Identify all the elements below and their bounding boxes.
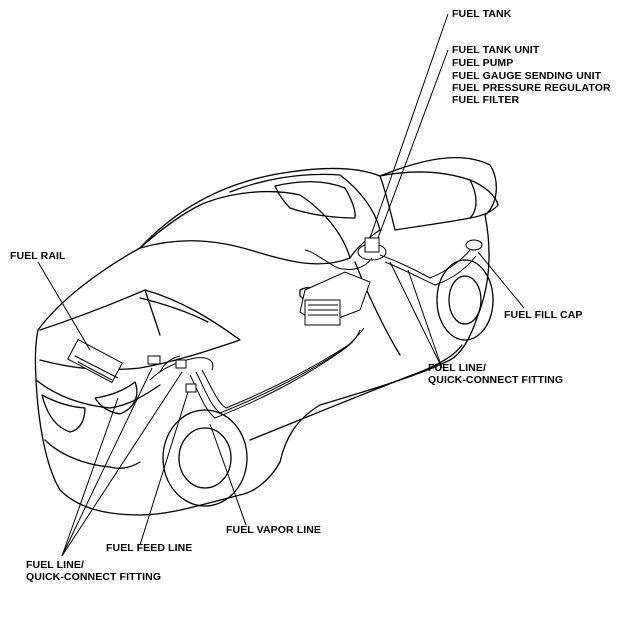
leader-fuel-tank <box>369 13 449 239</box>
leader-fuel-rail <box>37 261 91 351</box>
front-wheel <box>162 409 248 507</box>
windshield <box>139 190 351 265</box>
rear-window <box>379 171 477 231</box>
sunroof <box>274 181 356 219</box>
label-fuel-line-right-2: QUICK-CONNECT FITTING <box>428 374 564 386</box>
label-fuel-line-left-2: QUICK-CONNECT FITTING <box>26 571 162 583</box>
label-fuel-tank: FUEL TANK <box>452 8 512 20</box>
canister <box>304 299 341 326</box>
rear-wheel-inner <box>448 275 482 325</box>
grille <box>41 394 86 433</box>
label-fuel-line-left-1: FUEL LINE/ <box>26 559 84 571</box>
rear-wheel <box>436 259 494 341</box>
label-fuel-tank-unit: FUEL TANK UNIT <box>452 44 540 56</box>
label-fuel-fill-cap: FUEL FILL CAP <box>504 309 583 321</box>
fuel-rail <box>67 338 123 384</box>
hood-crease <box>144 289 161 336</box>
leader-fuel-line-left-1 <box>61 397 119 557</box>
leader-lines <box>37 13 525 557</box>
label-fuel-gauge-sending-unit: FUEL GAUGE SENDING UNIT <box>452 70 602 82</box>
fuel-vapor-tube <box>195 327 365 414</box>
quick-connect-fitting-3 <box>185 383 197 393</box>
label-fuel-vapor-line: FUEL VAPOR LINE <box>226 524 322 536</box>
roof-panel <box>229 173 381 259</box>
label-fuel-filter: FUEL FILTER <box>452 94 520 106</box>
fuel-fill-cap <box>465 239 483 251</box>
wiper <box>139 297 209 323</box>
front-wheel-inner <box>178 427 232 489</box>
label-fuel-line-right-1: FUEL LINE/ <box>428 362 486 374</box>
leader-fuel-line-left-2 <box>61 367 153 557</box>
leader-fuel-fill-cap <box>477 251 525 309</box>
side-sill <box>249 344 463 441</box>
lower-intake <box>44 439 141 469</box>
leader-fuel-vapor-line <box>209 423 247 526</box>
leader-fuel-tank-unit <box>377 49 449 239</box>
front-bumper <box>35 379 161 409</box>
car-body-outline <box>34 156 497 516</box>
leader-fuel-line-left-3 <box>61 371 183 557</box>
leader-fuel-line-right-1 <box>389 261 443 369</box>
label-fuel-rail: FUEL RAIL <box>10 250 66 262</box>
quick-connect-fitting-1 <box>147 355 161 365</box>
door-line <box>354 261 401 356</box>
leader-fuel-feed-line <box>139 391 189 546</box>
quick-connect-fitting-2 <box>175 359 187 369</box>
leader-fuel-line-right-2 <box>407 269 443 369</box>
filler-neck <box>379 249 471 279</box>
fuel-feed-tube <box>189 329 361 419</box>
label-fuel-feed-line: FUEL FEED LINE <box>106 542 193 554</box>
label-fuel-pump: FUEL PUMP <box>452 57 514 69</box>
spoiler <box>469 179 499 219</box>
label-fuel-pressure-regulator: FUEL PRESSURE REGULATOR <box>452 82 611 94</box>
headlight <box>94 381 138 415</box>
fuel-system-components <box>67 237 483 419</box>
